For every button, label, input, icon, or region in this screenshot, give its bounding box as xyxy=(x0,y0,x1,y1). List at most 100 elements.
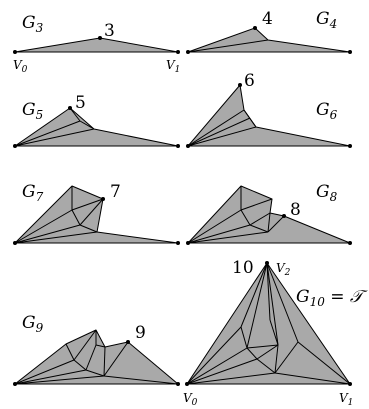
g7-edge-5 xyxy=(71,209,81,226)
g10-vertex-number: 10 xyxy=(232,258,254,278)
g10-edge-9 xyxy=(186,372,276,385)
g8-edge-6 xyxy=(240,209,251,226)
g3-v0-dot xyxy=(13,50,17,54)
g5-edge-2 xyxy=(14,128,95,147)
graph-g10: 10 V2 G10 = 𝒯 V0 V1 xyxy=(183,258,368,408)
g3-v1-label: V1 xyxy=(166,58,180,75)
g6-v0-dot xyxy=(186,144,190,148)
g7-edge-8 xyxy=(79,198,104,226)
graph-g8: 8 G8 xyxy=(186,182,352,245)
g10-v0-dot xyxy=(185,382,189,386)
graph-g4: 4 G4 xyxy=(186,9,352,54)
g10-edge-10 xyxy=(240,326,248,349)
g10-edge-5 xyxy=(266,262,279,346)
g4-vertex-number: 4 xyxy=(262,9,273,29)
g8-vertex-number: 8 xyxy=(290,200,301,220)
g10-edge-18 xyxy=(269,319,279,346)
g8-edge-2 xyxy=(187,224,251,244)
g3-v3-dot xyxy=(98,36,102,40)
g9-edge-2 xyxy=(14,369,87,385)
g10-edge-13 xyxy=(246,344,279,349)
g7-edge-7 xyxy=(71,198,104,211)
g10-edge-1 xyxy=(240,262,268,328)
g9-edge-8 xyxy=(73,329,97,361)
g5-edge-1 xyxy=(14,120,81,147)
g5-edge-3 xyxy=(69,107,81,122)
g10-v1-label: V1 xyxy=(339,391,353,408)
g3-v1-dot xyxy=(176,50,180,54)
g7-label: G7 xyxy=(22,182,44,204)
g3-face xyxy=(14,37,179,53)
g10-edge-17 xyxy=(274,372,351,385)
g10-edge-7 xyxy=(186,347,248,385)
g6-edge-4 xyxy=(243,109,257,128)
g7-edge-3 xyxy=(14,231,98,244)
g4-v1-dot xyxy=(348,50,352,54)
g9-edge-7 xyxy=(85,369,105,377)
g5-edge-4 xyxy=(79,120,95,130)
g5-v5-dot xyxy=(68,106,72,110)
g8-v8-dot xyxy=(282,214,286,218)
g8-edge-9 xyxy=(249,212,271,226)
graph-g9: G9 9 xyxy=(13,313,180,386)
g8-label: G8 xyxy=(316,182,338,204)
g9-edge-12 xyxy=(103,341,129,377)
g7-edge-1 xyxy=(14,209,73,244)
g10-edge-14 xyxy=(256,344,279,360)
g10-edge-15 xyxy=(274,344,279,374)
g6-label: G6 xyxy=(316,100,338,122)
g9-edge-3 xyxy=(14,375,105,385)
g6-v6-dot xyxy=(238,83,242,87)
g7-v0-dot xyxy=(13,241,17,245)
g6-edge-1 xyxy=(187,109,245,147)
g9-edge-11 xyxy=(103,346,106,377)
g10-edge-8 xyxy=(186,358,258,385)
g8-v1-dot xyxy=(348,241,352,245)
g9-edge-9 xyxy=(85,344,97,371)
g9-v0-dot xyxy=(13,382,17,386)
g9-v1-dot xyxy=(176,382,180,386)
g5-label: G5 xyxy=(22,100,43,122)
g7-face xyxy=(14,185,179,244)
g4-v4-dot xyxy=(253,26,257,30)
g9-edge-10 xyxy=(95,344,106,348)
g3-vertex-number: 3 xyxy=(104,21,115,41)
g3-v0-label: V0 xyxy=(13,58,28,75)
g8-edge-3 xyxy=(187,231,269,244)
g6-edge-3 xyxy=(187,117,251,147)
g9-v9-dot xyxy=(126,340,130,344)
g9-edge-13 xyxy=(103,375,179,385)
g5-v1-dot xyxy=(176,144,180,148)
g10-face xyxy=(186,262,351,385)
g7-edge-2 xyxy=(14,224,81,244)
g10-edge-2 xyxy=(266,262,271,321)
g4-v0-dot xyxy=(186,50,190,54)
g5-vertex-number: 5 xyxy=(75,93,86,113)
g10-edge-4 xyxy=(246,262,268,349)
g9-vertex-number: 9 xyxy=(135,323,146,343)
g7-v1-dot xyxy=(176,241,180,245)
g8-edge-8 xyxy=(240,198,273,211)
g7-edge-6 xyxy=(79,224,98,233)
g8-edge-11 xyxy=(267,212,271,233)
g10-v0-label: V0 xyxy=(183,391,198,408)
g5-v0-dot xyxy=(13,144,17,148)
g10-v1-dot xyxy=(348,382,352,386)
g6-vertex-number: 6 xyxy=(244,71,255,91)
g10-edge-3 xyxy=(266,262,299,343)
g10-v2-dot xyxy=(265,261,269,265)
graph-g7: G7 7 xyxy=(13,182,180,245)
g9-label: G9 xyxy=(22,313,44,335)
g6-edge-2 xyxy=(187,126,257,147)
g8-edge-10 xyxy=(267,215,285,233)
g6-v1-dot xyxy=(348,144,352,148)
g4-edge xyxy=(187,39,269,53)
g7-v7-dot xyxy=(101,197,105,201)
g10-edge-6 xyxy=(186,326,242,385)
graph-g3: G3 3 V0 V1 xyxy=(13,13,180,75)
g9-edge-6 xyxy=(73,359,87,371)
g8-v0-dot xyxy=(186,241,190,245)
g4-label: G4 xyxy=(316,9,337,31)
g7-vertex-number: 7 xyxy=(110,182,121,202)
